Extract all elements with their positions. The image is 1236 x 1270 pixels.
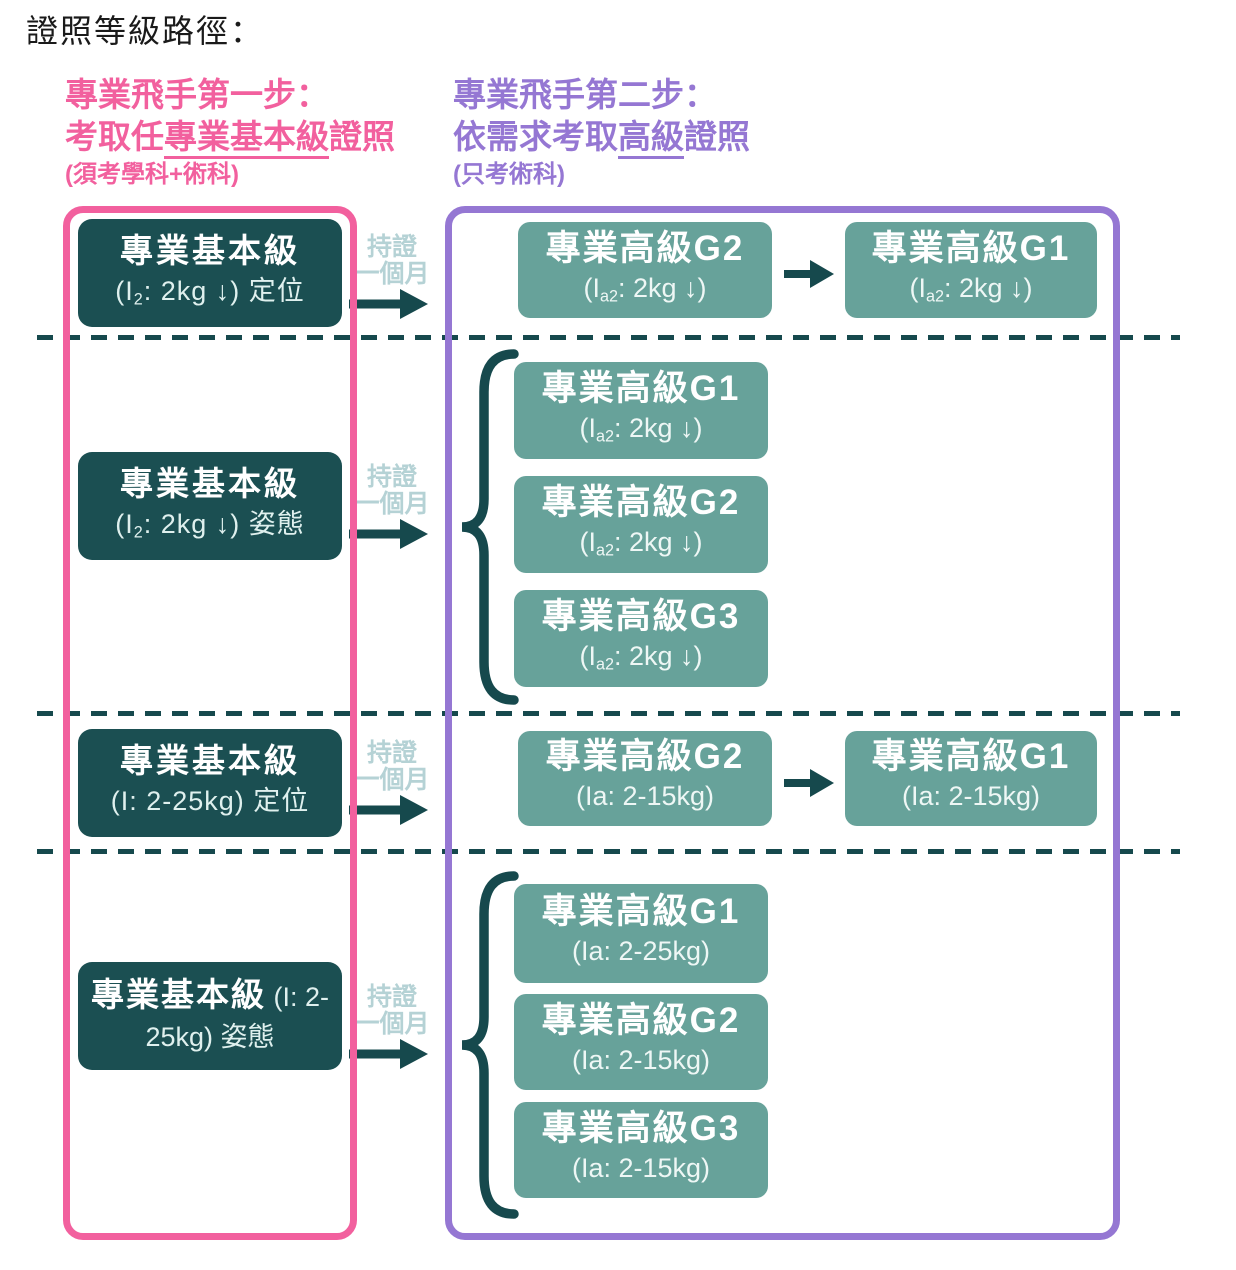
page-title: 證照等級路徑：: [26, 13, 265, 49]
step2-line3: (只考術科): [453, 161, 565, 188]
right-arrow-icon: [349, 1039, 428, 1069]
basic-box-row3: 專業基本級 (I: 2-25kg) 定位: [78, 729, 342, 837]
step2-header: 專業飛手第二步： 依需求考取高級證照 (只考術科): [453, 74, 750, 190]
adv-box-row3-g2: 專業高級G2 (Ia: 2-15kg): [518, 731, 772, 826]
right-arrow-icon: [349, 519, 428, 549]
step1-line3: (須考學科+術科): [65, 161, 239, 188]
basic-box-row3-title: 專業基本級: [120, 741, 300, 779]
basic-box-row1-sub: (I2: 2kg ↓) 定位: [115, 275, 305, 309]
transfer-row4: 持證 一個月: [346, 984, 438, 1074]
basic-box-row2-sub: (I2: 2kg ↓) 姿態: [115, 508, 305, 542]
row-separator-2: [37, 711, 1180, 716]
right-arrow-icon: [349, 795, 428, 825]
step2-underline: 高級: [618, 118, 684, 159]
basic-box-row1: 專業基本級 (I2: 2kg ↓) 定位: [78, 219, 342, 327]
basic-level-group-outline: [63, 206, 357, 1240]
basic-box-row4-text: 專業基本級 (I: 2-25kg) 姿態: [90, 976, 329, 1052]
adv-box-row4-g2: 專業高級G2 (Ia: 2-15kg): [514, 994, 768, 1090]
step1-header: 專業飛手第一步： 考取任專業基本級證照 (須考學科+術科): [65, 74, 395, 190]
right-arrow-icon: [784, 260, 834, 288]
right-arrow-icon: [349, 289, 428, 319]
row-separator-1: [37, 335, 1180, 340]
transfer-row1: 持證 一個月: [346, 234, 438, 324]
transfer-row3: 持證 一個月: [346, 740, 438, 830]
adv-box-row2-g2: 專業高級G2 (Ia2: 2kg ↓): [514, 476, 768, 573]
left-brace-icon: [461, 349, 519, 705]
step2-line1: 專業飛手第二步：: [453, 76, 717, 113]
adv-box-row2-g3: 專業高級G3 (Ia2: 2kg ↓): [514, 590, 768, 687]
step1-line2: 考取任專業基本級證照: [65, 116, 395, 159]
basic-box-row1-title: 專業基本級: [120, 231, 300, 269]
transfer-row2: 持證 一個月: [346, 464, 438, 554]
basic-box-row2: 專業基本級 (I2: 2kg ↓) 姿態: [78, 452, 342, 560]
basic-box-row3-sub: (I: 2-25kg) 定位: [110, 785, 310, 816]
adv-box-row1-g1: 專業高級G1 (Ia2: 2kg ↓): [845, 222, 1097, 318]
right-arrow-icon: [784, 769, 834, 797]
adv-box-row1-g2: 專業高級G2 (Ia2: 2kg ↓): [518, 222, 772, 318]
adv-box-row4-g3: 專業高級G3 (Ia: 2-15kg): [514, 1102, 768, 1198]
basic-box-row2-title: 專業基本級: [120, 464, 300, 502]
step1-underline: 專業基本級: [164, 118, 329, 159]
adv-box-row4-g1: 專業高級G1 (Ia: 2-25kg): [514, 884, 768, 983]
step2-line2: 依需求考取高級證照: [453, 116, 750, 159]
adv-box-row3-g1: 專業高級G1 (Ia: 2-15kg): [845, 731, 1097, 826]
adv-box-row2-g1: 專業高級G1 (Ia2: 2kg ↓): [514, 362, 768, 459]
transfer-row1-label1: 持證: [366, 233, 417, 261]
step1-line1: 專業飛手第一步：: [65, 76, 329, 113]
row-separator-3: [37, 849, 1180, 854]
left-brace-icon: [461, 871, 519, 1219]
basic-box-row4: 專業基本級 (I: 2-25kg) 姿態: [78, 962, 342, 1070]
transfer-row1-label2: 一個月: [354, 260, 430, 288]
